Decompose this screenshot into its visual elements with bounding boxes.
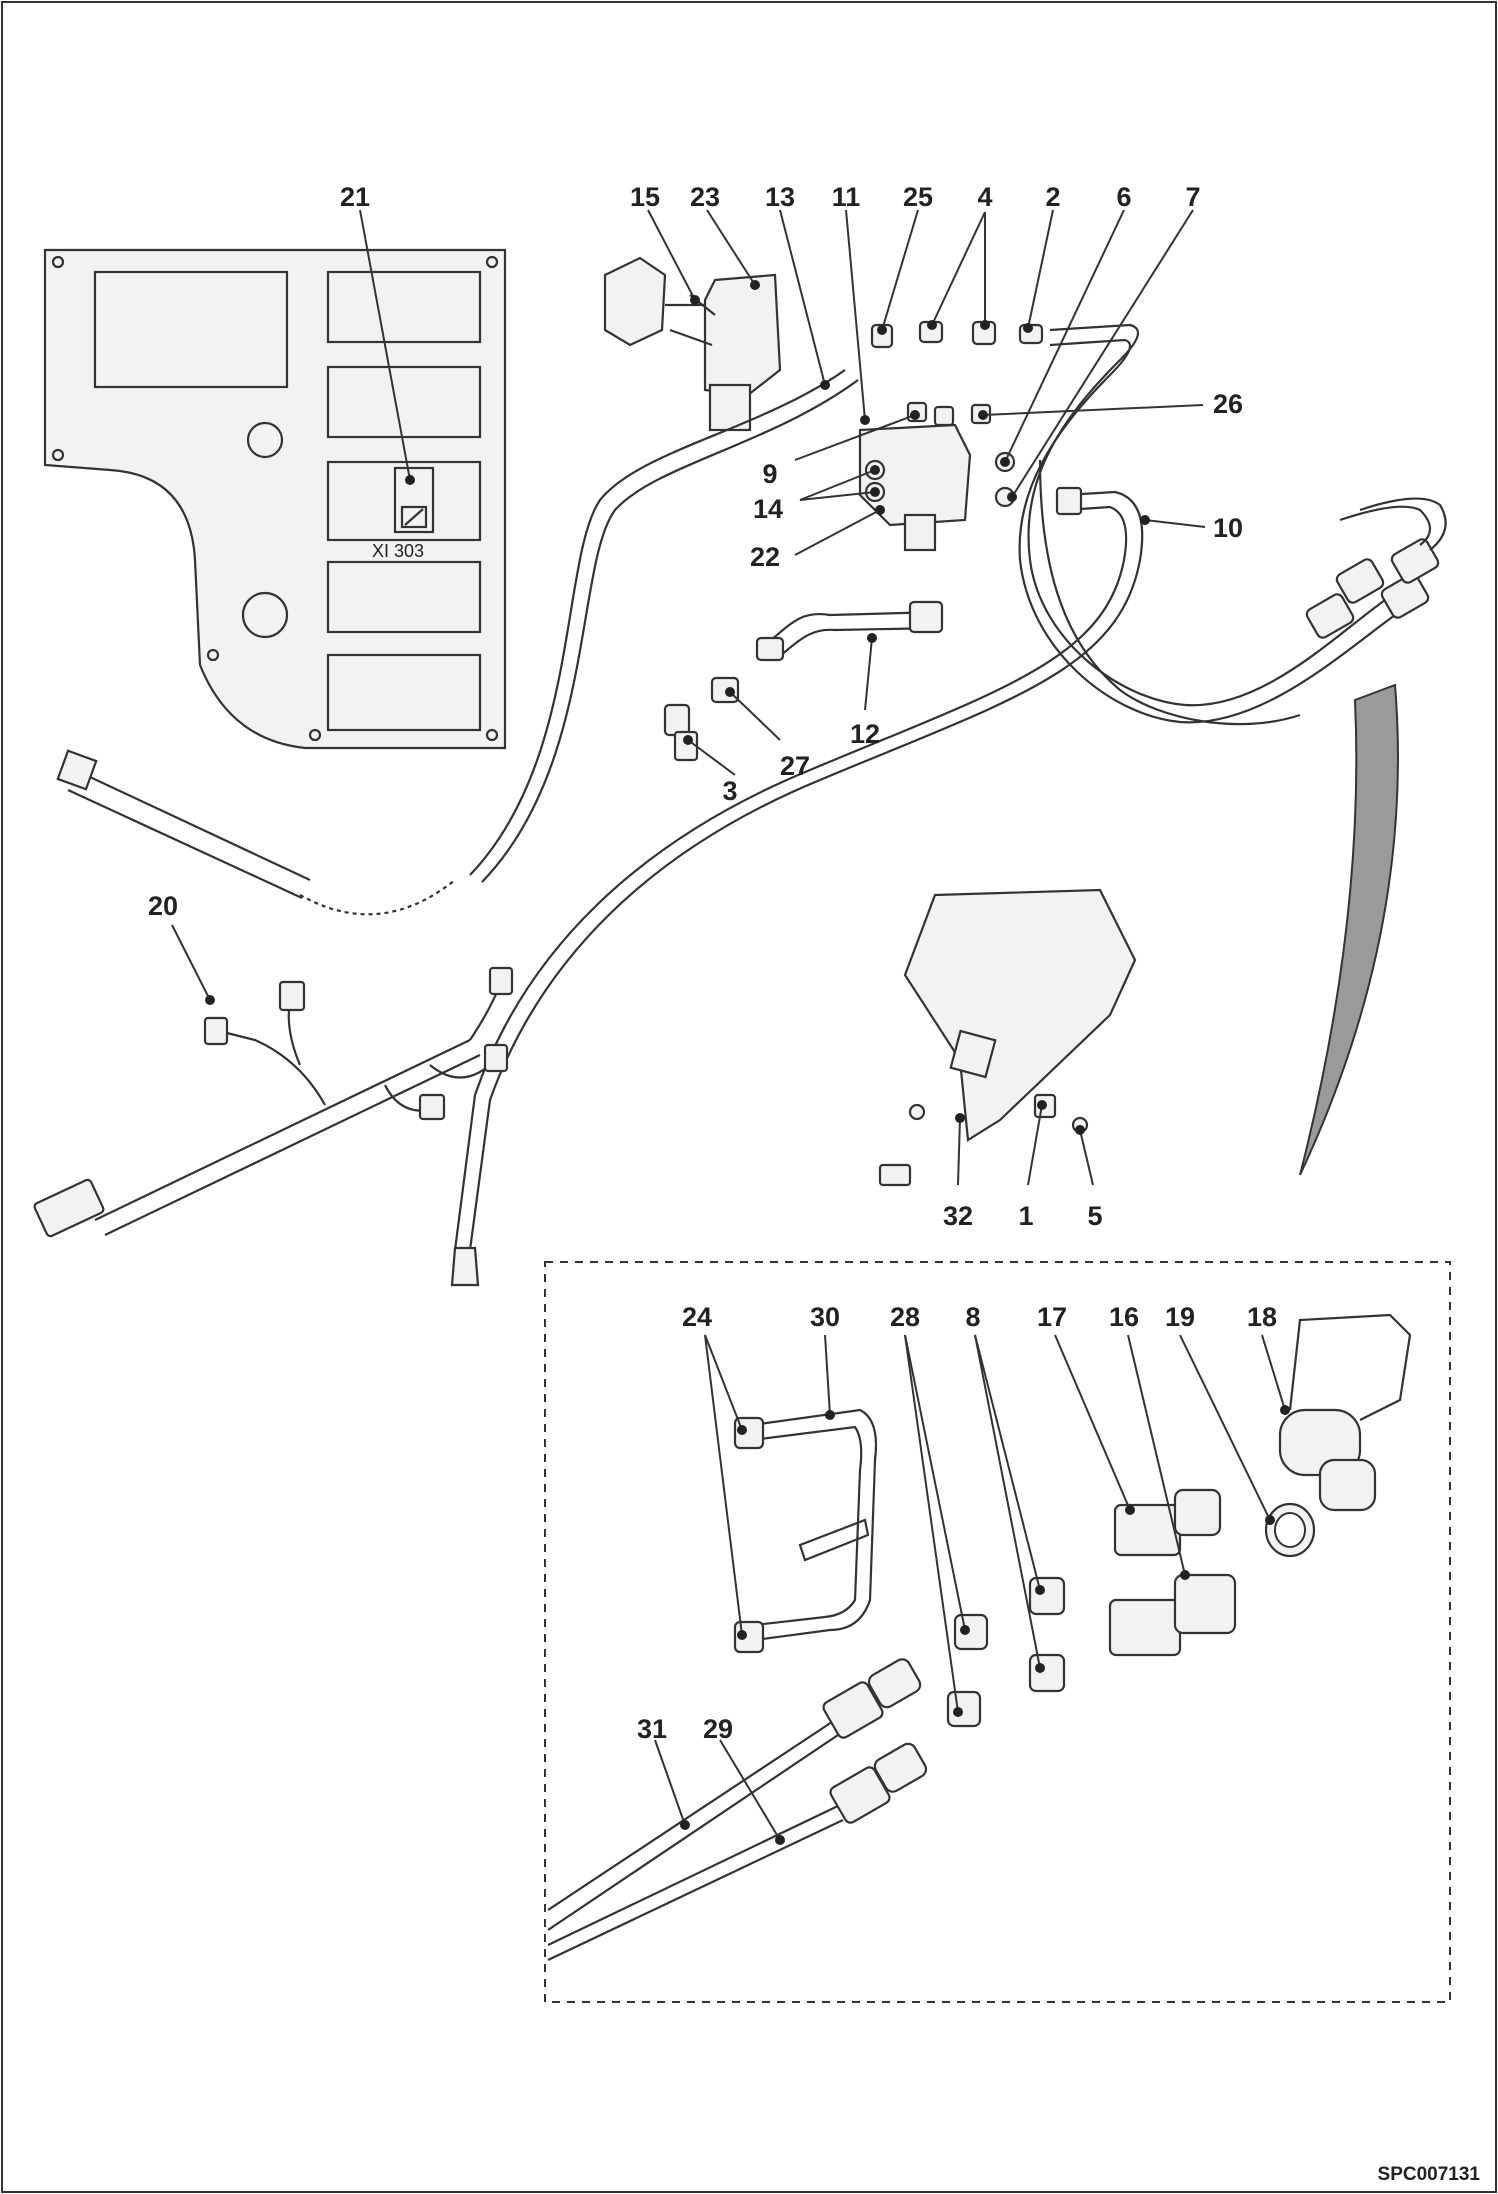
callout-6: 6 [1116, 182, 1131, 212]
callout-4: 4 [977, 182, 992, 212]
callout-5: 5 [1087, 1201, 1102, 1231]
callout-26: 26 [1213, 389, 1243, 419]
hose-10 [450, 486, 1144, 1287]
callout-15: 15 [630, 182, 660, 212]
wiring-harness [33, 966, 514, 1238]
callout-22: 22 [750, 542, 780, 572]
callout-12: 12 [850, 719, 880, 749]
callout-3: 3 [722, 776, 737, 806]
detail-box [544, 1261, 1451, 2003]
callout-19: 19 [1165, 1302, 1195, 1332]
callout-23: 23 [690, 182, 720, 212]
callout-16: 16 [1109, 1302, 1139, 1332]
callout-29: 29 [703, 1714, 733, 1744]
callout-13: 13 [765, 182, 795, 212]
callout-32: 32 [943, 1201, 973, 1231]
solenoid-valve [603, 256, 782, 432]
callout-2: 2 [1045, 182, 1060, 212]
callout-21: 21 [340, 182, 370, 212]
hose-13 [469, 369, 846, 876]
callout-10: 10 [1213, 513, 1243, 543]
callout-28: 28 [890, 1302, 920, 1332]
callout-8: 8 [965, 1302, 980, 1332]
callout-1: 1 [1018, 1201, 1033, 1231]
callout-30: 30 [810, 1302, 840, 1332]
leader-lines [171, 209, 1290, 1845]
callout-9: 9 [762, 459, 777, 489]
quick-couplers [1305, 497, 1447, 639]
connector-label: XI 303 [372, 541, 424, 561]
callout-20: 20 [148, 891, 178, 921]
callout-14: 14 [753, 494, 783, 524]
detail-arrow [1299, 683, 1399, 1176]
callout-11: 11 [832, 182, 861, 212]
callout-24: 24 [682, 1302, 712, 1332]
callout-25: 25 [903, 182, 933, 212]
valve-block [858, 423, 1016, 552]
control-panel-plate: XI 303 [43, 248, 507, 750]
detail-parts [547, 1313, 1412, 1961]
callout-18: 18 [1247, 1302, 1277, 1332]
hose-bundle-right [1018, 323, 1396, 726]
hose-12 [755, 600, 944, 662]
callout-31: 31 [637, 1714, 667, 1744]
callout-17: 17 [1037, 1302, 1067, 1332]
drawing-code: SPC007131 [1378, 2164, 1481, 2185]
hose-lower-left [56, 749, 456, 916]
callout-7: 7 [1185, 182, 1200, 212]
callout-labels: 21 15 23 13 11 25 4 2 6 7 26 9 14 22 10 … [148, 182, 1277, 1744]
callout-27: 27 [780, 751, 810, 781]
mounting-bracket [878, 888, 1137, 1187]
fittings-top [870, 320, 1044, 427]
